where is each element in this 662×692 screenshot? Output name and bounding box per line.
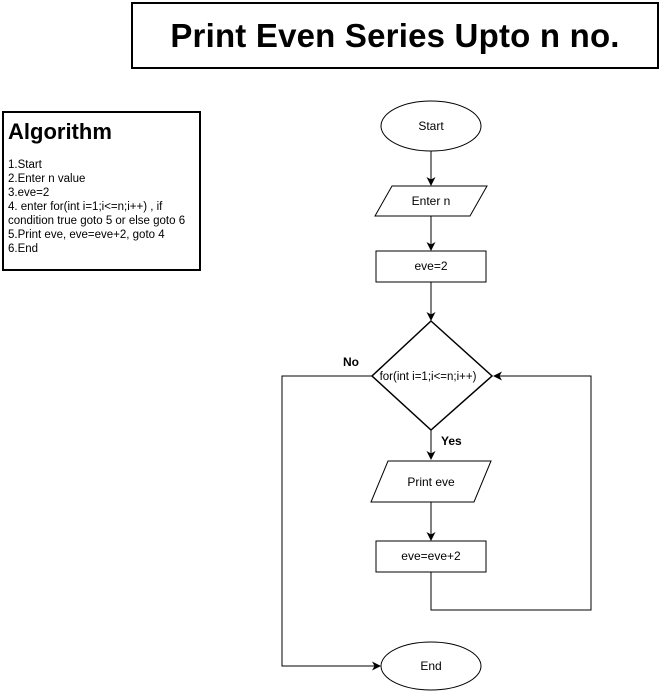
algorithm-step: 3.eve=2 [8, 187, 50, 199]
algorithm-step: condition true goto 5 or else goto 6 [8, 215, 186, 227]
page-title: Print Even Series Upto n no. [170, 16, 620, 54]
increment-process [375, 540, 487, 573]
connector-loop-back [430, 371, 592, 611]
input-label: Enter n [412, 194, 451, 208]
algorithm-step: 6.End [8, 243, 39, 255]
algorithm-step: 2.Enter n value [8, 173, 86, 185]
algorithm-step: 1.Start [8, 159, 42, 171]
init-process [375, 250, 487, 283]
decision-diamond [370, 319, 494, 432]
init-label: eve=2 [414, 259, 447, 273]
end-terminal [380, 641, 482, 691]
algorithm-heading: Algorithm [8, 119, 112, 144]
decision-label: for(int i=1;i<=n;i++) [380, 371, 477, 383]
algorithm-steps: 1.Start 2.Enter n value 3.eve=2 4. enter… [8, 158, 195, 256]
start-label: Start [418, 119, 444, 133]
algorithm-step: 5.Print eve, eve=eve+2, goto 4 [8, 229, 165, 241]
no-label: No [343, 355, 359, 369]
start-terminal [380, 100, 482, 152]
output-label: Print eve [407, 475, 455, 489]
yes-label: Yes [441, 434, 462, 448]
input-parallelogram [374, 185, 488, 217]
title-box: Print Even Series Upto n no. [131, 2, 659, 69]
connector-no-end [281, 375, 381, 671]
algorithm-step: 4. enter for(int i=1;i<=n;i++) , if [8, 201, 163, 213]
increment-label: eve=eve+2 [401, 549, 461, 563]
output-parallelogram [370, 460, 492, 503]
algorithm-box: Algorithm 1.Start 2.Enter n value 3.eve=… [2, 111, 201, 271]
end-label: End [420, 659, 441, 673]
